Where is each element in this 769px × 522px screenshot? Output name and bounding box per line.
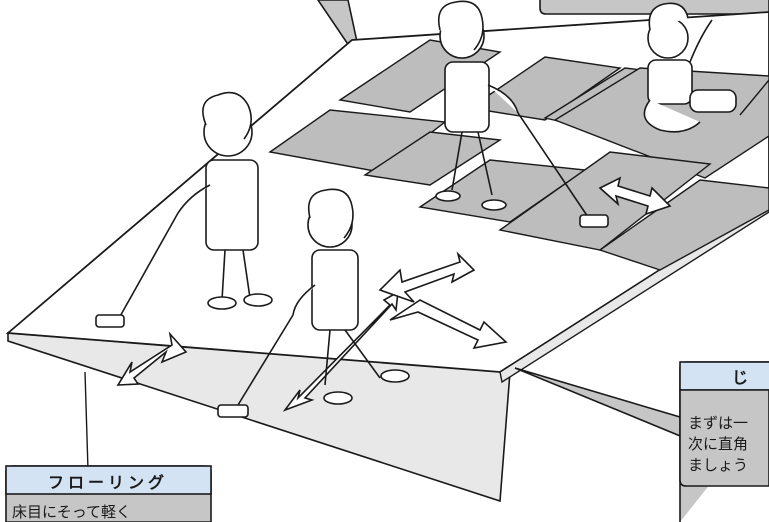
carpet-callout-line-2: 次に直角 — [688, 435, 748, 453]
woman-vacuuming-flooring-figure — [95, 91, 273, 328]
woman-vacuuming-center-figure — [217, 188, 410, 418]
woman-vacuuming-carpet-figure — [435, 0, 609, 228]
flooring-callout: フローリング 床目にそって軽く — [5, 465, 212, 522]
carpet-callout-line-1: まずは一 — [688, 414, 748, 432]
flooring-callout-title: フローリング — [48, 473, 168, 492]
cross-arrows-icon — [282, 251, 508, 412]
double-arrow-icon — [116, 331, 188, 386]
carpet-callout-line-3: ましょう — [688, 456, 748, 474]
woman-handheld-vacuum-figure — [643, 2, 737, 133]
top-right-callout — [539, 0, 769, 15]
carpet-callout-title: じ — [732, 368, 752, 387]
flooring-callout-body: 床目にそって軽く — [12, 503, 131, 521]
carpet-callout: じ まずは一 次に直角 ましょう — [679, 361, 769, 522]
double-arrow-carpet-icon — [598, 176, 672, 216]
